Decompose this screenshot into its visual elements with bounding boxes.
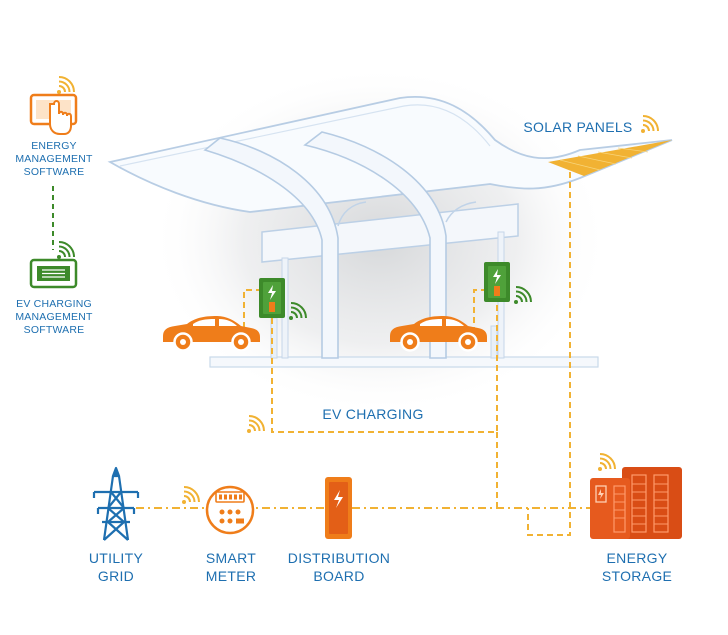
label-line: BOARD xyxy=(313,568,365,584)
connection-lines xyxy=(243,172,571,536)
canopy-pillars xyxy=(203,131,477,359)
utility-grid-label: UTILITY GRID xyxy=(76,549,156,585)
label-line: SOFTWARE xyxy=(23,324,85,336)
label-line: ENERGY xyxy=(606,550,668,566)
label-line: MANAGEMENT xyxy=(15,153,93,165)
solar-canopy xyxy=(107,96,673,213)
battery-storage-icon xyxy=(590,467,682,539)
monitor-icon xyxy=(29,258,78,289)
label-line: UTILITY xyxy=(88,550,144,566)
label-line: STORAGE xyxy=(601,568,673,584)
ev-charging-label: EV CHARGING xyxy=(322,406,424,422)
energy-storage-label: ENERGY STORAGE xyxy=(585,549,689,585)
smart-meter-icon xyxy=(205,485,255,535)
label-line: METER xyxy=(205,568,257,584)
wifi-icon xyxy=(597,453,616,472)
touch-screen-icon xyxy=(29,93,78,135)
wifi-icon xyxy=(640,115,659,134)
label-line: SOFTWARE xyxy=(23,166,85,178)
distribution-board-label: DISTRIBUTION BOARD xyxy=(280,549,398,585)
transmission-tower-icon xyxy=(92,466,140,541)
label-line: SMART xyxy=(205,550,257,566)
label-line: EV CHARGING xyxy=(16,298,92,310)
charger-icon xyxy=(484,262,510,302)
wifi-icon xyxy=(246,415,265,434)
solar-panels-label: SOLAR PANELS xyxy=(523,119,633,135)
label-line: MANAGEMENT xyxy=(15,311,93,323)
label-line: GRID xyxy=(97,568,135,584)
wifi-icon xyxy=(56,241,75,260)
charger-icon xyxy=(259,278,285,318)
ev-charging-management-software-label: EV CHARGING MANAGEMENT SOFTWARE xyxy=(4,298,104,337)
smart-meter-label: SMART METER xyxy=(191,549,271,585)
charging-station-platform xyxy=(209,356,599,368)
wifi-icon xyxy=(56,76,75,95)
solar-panel-icon xyxy=(548,140,672,176)
label-line: DISTRIBUTION xyxy=(287,550,391,566)
distribution-board-icon xyxy=(325,477,352,539)
label-line: ENERGY xyxy=(31,140,77,152)
wifi-icon xyxy=(181,486,200,505)
energy-management-software-label: ENERGY MANAGEMENT SOFTWARE xyxy=(4,140,104,179)
